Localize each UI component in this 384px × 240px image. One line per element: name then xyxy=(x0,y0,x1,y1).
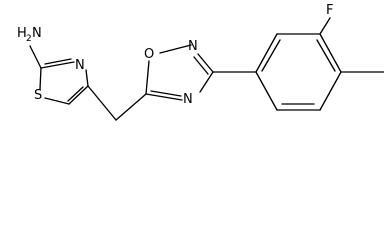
bond-n4-c5ox-double xyxy=(150,90,182,97)
fluorine-label: F xyxy=(326,3,333,18)
bond-o1-n2 xyxy=(159,44,192,54)
bond-n4-c5ox xyxy=(145,93,183,101)
bond-c4-c5 xyxy=(68,85,89,105)
molecule-structure: H 2 N N S O N N F xyxy=(17,3,384,121)
bond-n2-c3 xyxy=(197,53,214,73)
bond-c2-n3-double xyxy=(44,58,72,65)
bond-c4-c5-double xyxy=(67,86,84,102)
bond-ar-4 xyxy=(319,71,342,111)
bond-ar-fluorine xyxy=(319,17,331,35)
bond-ar-1 xyxy=(255,33,278,73)
bond-ar-1-inner xyxy=(261,39,281,72)
bond-n3-c4 xyxy=(85,69,89,87)
bond-s1-c2 xyxy=(39,67,42,90)
bond-c4-ch2 xyxy=(87,85,117,121)
thiazole-n-label: N xyxy=(75,58,85,73)
amine-h-label: H xyxy=(17,26,27,41)
bond-c2-n3 xyxy=(40,61,75,69)
bond-c2-nh2 xyxy=(29,45,42,69)
thiazole-ring xyxy=(29,45,89,105)
bond-ar-6 xyxy=(255,71,278,111)
oxadiazole-o-label: O xyxy=(144,47,154,62)
oxadiazole-n-lower-label: N xyxy=(183,92,193,107)
oxadiazole-ring xyxy=(145,44,214,101)
bond-n2-c3-double xyxy=(193,56,209,75)
methylene-linker xyxy=(87,85,147,121)
thiazole-s-label: S xyxy=(34,88,42,103)
bond-c3-n4 xyxy=(199,71,214,93)
amine-n-label: N xyxy=(32,26,42,41)
amine-group: H 2 N xyxy=(17,26,42,44)
oxadiazole-n-upper-label: N xyxy=(188,39,198,54)
bond-ch2-c5ox xyxy=(115,93,147,121)
phenyl-ring xyxy=(212,17,384,111)
bond-c5-s1 xyxy=(44,97,70,105)
bond-ar-3-inner xyxy=(316,39,336,72)
bond-ar-3 xyxy=(319,33,342,73)
bond-c5ox-o1 xyxy=(145,60,150,95)
amine-h-count: 2 xyxy=(26,34,32,44)
